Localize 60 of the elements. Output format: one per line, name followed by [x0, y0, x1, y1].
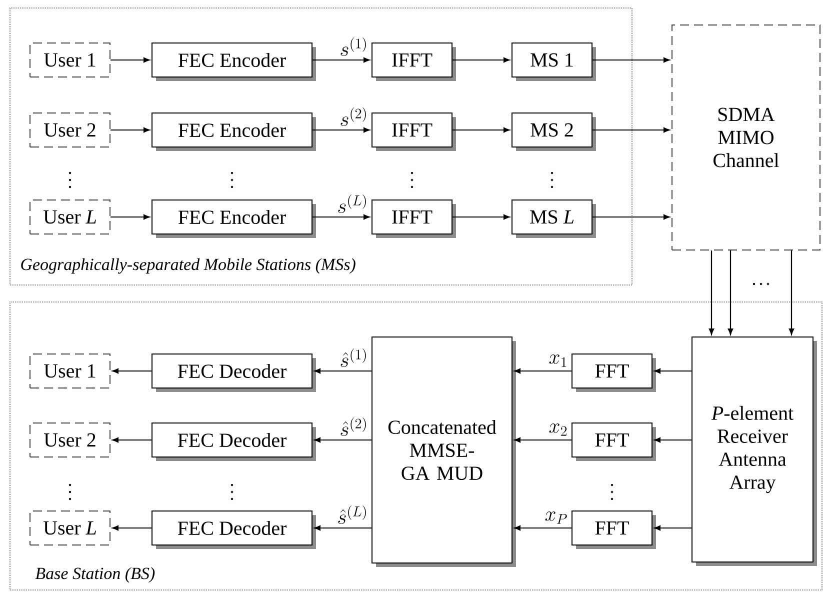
process-box: FEC Decoder [152, 354, 316, 392]
arrow [110, 214, 150, 220]
edge-label: $\hat{s}^{(1)}$ [340, 348, 366, 367]
edge-label: $\hat{s}^{(2)}$ [340, 417, 366, 436]
edge-label: $x_P$ [545, 512, 567, 524]
arrow [314, 525, 372, 531]
arrow [112, 525, 152, 531]
process-box: MS 2 [512, 112, 596, 151]
process-box: P-element Receiver Antenna Array [692, 336, 817, 566]
channel-box: SDMA MIMO Channel [672, 24, 820, 250]
edge-label: $s^{(2)}$ [340, 107, 366, 126]
edge-label: $s^{(1)}$ [340, 37, 366, 56]
user-box: User 2 [30, 422, 110, 458]
arrow [654, 368, 692, 374]
arrow [728, 250, 734, 335]
arrow [452, 57, 510, 63]
user-box: User 1 [30, 354, 110, 388]
arrow [112, 437, 152, 443]
edge-label: $s^{(L)}$ [338, 194, 366, 213]
arrow [592, 214, 670, 220]
edge-label: $x_1$ [549, 354, 566, 367]
arrow [112, 368, 152, 374]
arrow [592, 127, 670, 133]
arrow [514, 368, 572, 374]
process-box: FEC Encoder [152, 42, 316, 81]
process-box: FEC Decoder [152, 510, 316, 549]
arrow [312, 214, 370, 220]
process-box: FFT [572, 422, 656, 461]
user-box: User 2 [30, 112, 110, 148]
arrow [654, 437, 692, 443]
arrow [452, 214, 510, 220]
process-box: IFFT [372, 112, 456, 151]
process-box: FFT [572, 510, 656, 549]
process-box: MS 1 [512, 42, 596, 81]
user-box: User L [30, 200, 110, 234]
user-box: User 1 [30, 42, 110, 78]
arrow [708, 250, 714, 335]
arrow [110, 57, 150, 63]
arrow [592, 57, 670, 63]
process-box: FFT [572, 354, 656, 392]
arrow [312, 127, 370, 133]
arrow [514, 525, 572, 531]
process-box: IFFT [372, 42, 456, 81]
process-box: FEC Encoder [152, 112, 316, 151]
arrow [314, 437, 372, 443]
process-box: IFFT [372, 200, 456, 238]
arrow [654, 525, 692, 531]
edge-label: $\hat{s}^{(L)}$ [338, 505, 366, 524]
arrow [788, 250, 794, 335]
arrow [314, 368, 372, 374]
user-box: User L [30, 510, 110, 546]
process-box: Concatenated MMSE-GA MUD [372, 336, 516, 567]
process-box: FEC Decoder [152, 422, 316, 461]
arrow [110, 127, 150, 133]
arrow [452, 127, 510, 133]
process-box: FEC Encoder [152, 200, 316, 238]
arrow [514, 437, 572, 443]
process-box: MS L [512, 200, 596, 238]
arrow [312, 57, 370, 63]
edge-label: $x_2$ [549, 424, 567, 436]
